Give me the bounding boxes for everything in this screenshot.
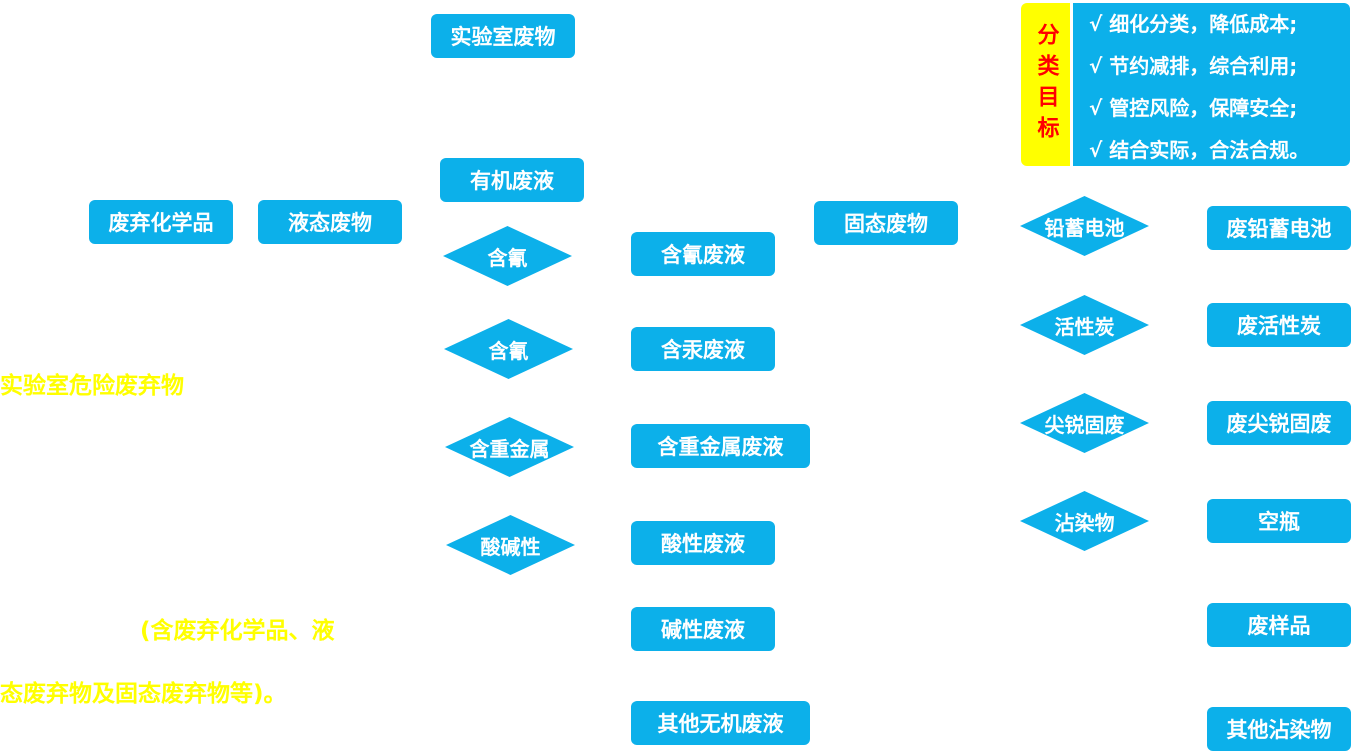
note-line-1: (含废弃化学品、液: [140, 618, 335, 644]
solid-waste-box: 固态废物: [814, 201, 958, 245]
lab-waste-box: 实验室废物: [431, 14, 575, 58]
other-contaminated-box: 其他沾染物: [1207, 707, 1351, 751]
waste-activated-carbon-box: 废活性炭: [1207, 303, 1351, 347]
acid-base-diamond-label: 酸碱性: [480, 534, 541, 559]
contaminated-diamond-label: 沾染物: [1054, 510, 1115, 535]
lead-battery-diamond: 铅蓄电池: [1020, 196, 1149, 256]
goal-item: √ 节约减排，综合利用;: [1089, 54, 1298, 78]
alkaline-liquid-box: 碱性废液: [631, 607, 775, 651]
goal-item: √ 细化分类，降低成本;: [1089, 12, 1298, 36]
goal-item: √ 管控风险，保障安全;: [1089, 96, 1298, 120]
empty-bottles-box: 空瓶: [1207, 499, 1351, 543]
waste-chemicals-box: 废弃化学品: [89, 200, 233, 244]
other-inorganic-liquid-box: 其他无机废液: [631, 701, 810, 745]
activated-carbon-diamond-label: 活性炭: [1054, 314, 1115, 339]
organic-liquid-box: 有机废液: [440, 158, 584, 202]
classification-goals-panel: 分类目标 √ 细化分类，降低成本; √ 节约减排，综合利用; √ 管控风险，保障…: [1021, 3, 1350, 166]
contaminated-diamond: 沾染物: [1020, 491, 1149, 551]
heavy-metal-diamond-label: 含重金属: [469, 436, 550, 461]
goals-list: √ 细化分类，降低成本; √ 节约减排，综合利用; √ 管控风险，保障安全; √…: [1073, 3, 1350, 166]
goals-label: 分类目标: [1021, 3, 1070, 166]
note-line-2: 态废弃物及固态废弃物等)。: [0, 681, 287, 707]
acid-liquid-box: 酸性废液: [631, 521, 775, 565]
cyanide-diamond-1-label: 含氰: [487, 245, 528, 270]
lead-battery-diamond-label: 铅蓄电池: [1044, 215, 1125, 240]
heavy-metal-liquid-box: 含重金属废液: [631, 424, 810, 468]
liquid-waste-box: 液态废物: [258, 200, 402, 244]
acid-base-diamond: 酸碱性: [446, 515, 575, 575]
cyanide-liquid-box: 含氰废液: [631, 232, 775, 276]
mercury-liquid-box: 含汞废液: [631, 327, 775, 371]
waste-sharps-box: 废尖锐固废: [1207, 401, 1351, 445]
waste-samples-box: 废样品: [1207, 603, 1351, 647]
sharps-diamond: 尖锐固废: [1020, 393, 1149, 453]
hazardous-waste-title: 实验室危险废弃物: [0, 373, 184, 399]
cyanide-diamond-1: 含氰: [443, 226, 572, 286]
cyanide-diamond-2: 含氰: [444, 319, 573, 379]
waste-lead-battery-box: 废铅蓄电池: [1207, 206, 1351, 250]
cyanide-diamond-2-label: 含氰: [488, 338, 529, 363]
sharps-diamond-label: 尖锐固废: [1044, 412, 1125, 437]
goal-item: √ 结合实际，合法合规。: [1089, 138, 1310, 162]
heavy-metal-diamond: 含重金属: [445, 417, 574, 477]
activated-carbon-diamond: 活性炭: [1020, 295, 1149, 355]
